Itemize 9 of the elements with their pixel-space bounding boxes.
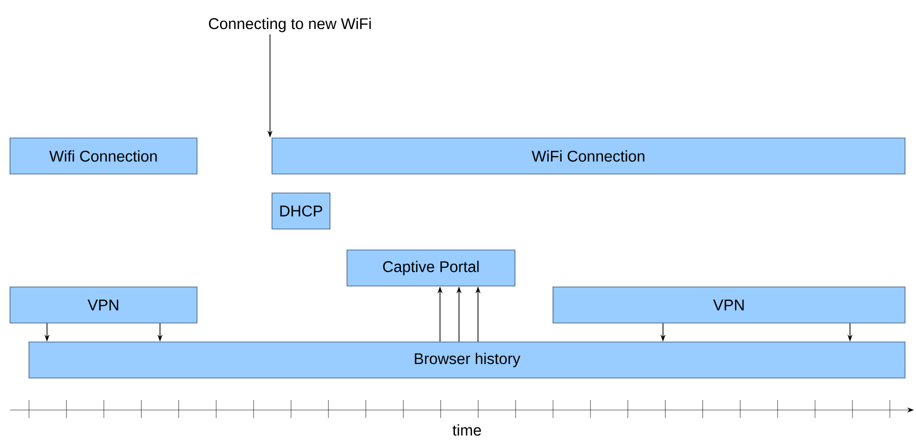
timeline-bar: VPN: [10, 286, 198, 324]
timeline-bar: VPN: [552, 286, 906, 324]
timeline-bar: Wifi Connection: [10, 138, 198, 174]
timeline-bar: DHCP: [272, 192, 330, 230]
timeline-bar: WiFi Connection: [272, 138, 906, 174]
timeline-bar: Browser history: [28, 342, 906, 378]
timeline-bar: Captive Portal: [346, 250, 516, 286]
axis-label: time: [452, 424, 481, 436]
callout-text: Connecting to new WiFi: [208, 18, 371, 32]
